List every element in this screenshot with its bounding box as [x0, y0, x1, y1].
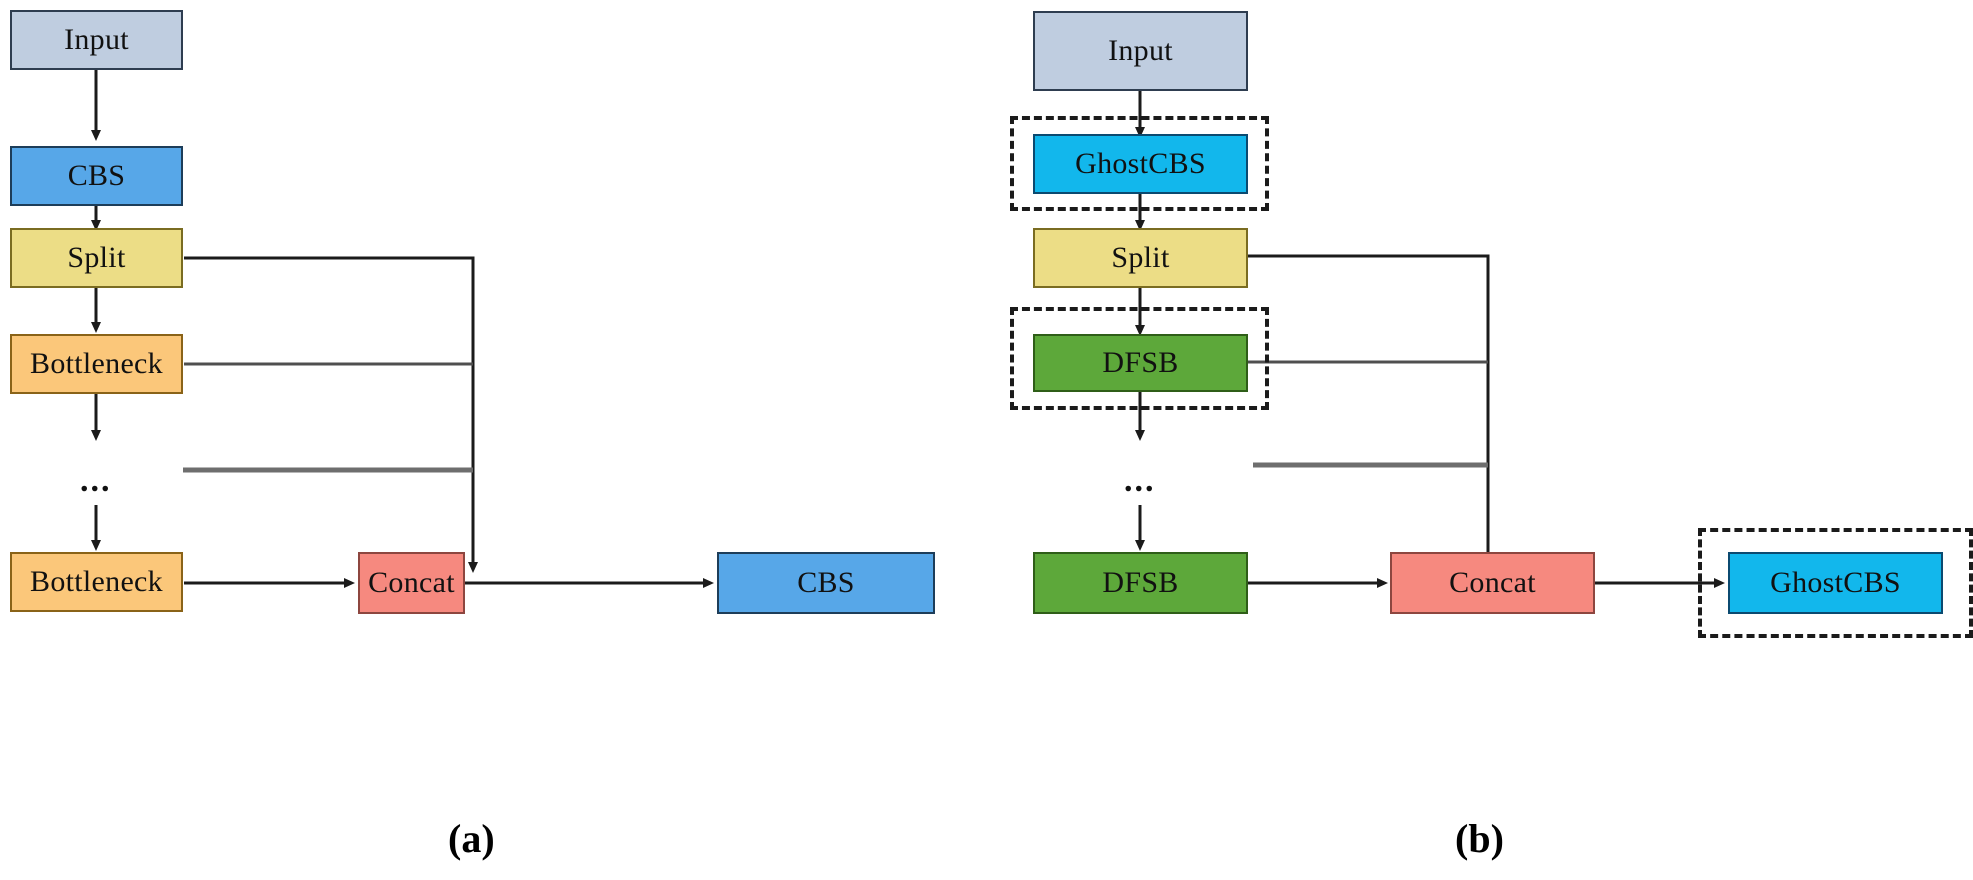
ellipsis-a: ... [80, 462, 112, 499]
highlight-box-ghostcbs-top-b [1010, 116, 1269, 211]
node-dfsb-last-b[interactable]: DFSB [1033, 552, 1248, 614]
node-bottleneck-last-a[interactable]: Bottleneck [10, 552, 183, 612]
skip-split-to-concat-a [184, 256, 478, 573]
highlight-box-ghostcbs-output-b [1698, 528, 1973, 638]
highlight-box-dfsb-b [1010, 307, 1269, 410]
node-concat-b[interactable]: Concat [1390, 552, 1595, 614]
node-bottleneck-first-a[interactable]: Bottleneck [10, 334, 183, 394]
panel-caption-a: (a) [448, 816, 495, 861]
node-ghostcbs-top-b[interactable]: GhostCBS [1033, 134, 1248, 194]
skip-split-to-concat-b [1248, 254, 1493, 573]
panel-caption-b: (b) [1455, 816, 1504, 861]
node-split-a[interactable]: Split [10, 228, 183, 288]
ellipsis-b: ... [1124, 462, 1156, 499]
node-dfsb-first-b[interactable]: DFSB [1033, 334, 1248, 392]
node-split-b[interactable]: Split [1033, 228, 1248, 288]
node-concat-a[interactable]: Concat [358, 552, 465, 614]
node-input-b[interactable]: Input [1033, 11, 1248, 91]
node-ghostcbs-output-b[interactable]: GhostCBS [1728, 552, 1943, 614]
node-input-a[interactable]: Input [10, 10, 183, 70]
node-cbs-output-a[interactable]: CBS [717, 552, 935, 614]
node-cbs-top-a[interactable]: CBS [10, 146, 183, 206]
